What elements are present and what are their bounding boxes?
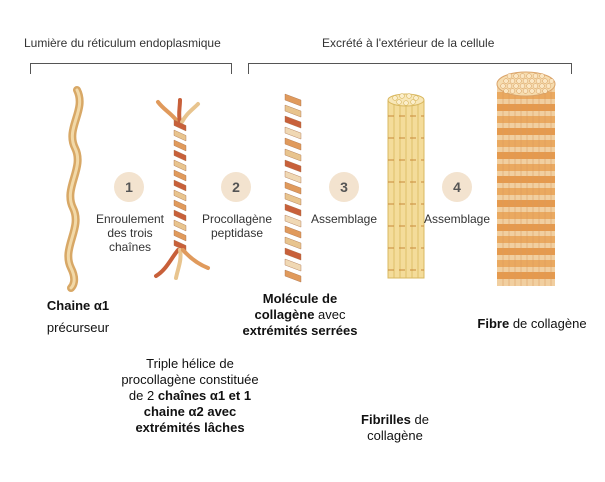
caption-molecule-bold: collagène bbox=[254, 307, 315, 322]
bracket-extracellular bbox=[248, 63, 572, 74]
caption-collagen-fiber: Fibre de collagène bbox=[462, 316, 602, 332]
caption-molecule-plain: avec bbox=[314, 307, 346, 322]
caption-precursor-chain-bold: Chaine α1 bbox=[46, 298, 110, 313]
header-er-lumen: Lumière du réticulum endoplasmique bbox=[24, 36, 221, 50]
caption-fiber-bold: Fibre bbox=[477, 316, 510, 331]
caption-triple-helix-bold: chaine α2 avec bbox=[143, 404, 237, 419]
caption-triple-helix-bold: chaînes α1 et 1 bbox=[157, 388, 252, 403]
step-4-circle: 4 bbox=[442, 172, 472, 202]
caption-triple-helix-bold: extrémités lâches bbox=[135, 420, 245, 435]
caption-collagen-molecule: Molécule de collagène avec extrémités se… bbox=[225, 291, 375, 339]
caption-precursor-chain-rest: précurseur bbox=[46, 320, 110, 335]
step-1-circle: 1 bbox=[114, 172, 144, 202]
header-extracellular: Excrété à l'extérieur de la cellule bbox=[322, 36, 495, 50]
step-3-label: Assemblage bbox=[306, 212, 382, 226]
caption-triple-helix: Triple hélice de procollagène constituée… bbox=[100, 356, 280, 436]
caption-precursor-chain: Chaine α1 précurseur bbox=[28, 298, 128, 336]
caption-fiber-plain: de collagène bbox=[509, 316, 587, 331]
step-2-circle: 2 bbox=[221, 172, 251, 202]
collagen-fiber-illustration bbox=[496, 71, 556, 286]
caption-fibrils-bold: Fibrilles bbox=[361, 412, 411, 427]
step-3-label-line: Assemblage bbox=[310, 212, 378, 226]
precursor-chain-illustration bbox=[64, 86, 84, 292]
step-1-label-line: des trois bbox=[107, 226, 153, 240]
step-2-label-line: peptidase bbox=[210, 226, 264, 240]
caption-collagen-fibrils: Fibrilles de collagène bbox=[340, 412, 450, 444]
procollagen-triple-helix-illustration bbox=[154, 98, 210, 280]
step-4-label-line: Assemblage bbox=[423, 212, 491, 226]
collagen-molecule-illustration bbox=[284, 93, 302, 283]
step-1-label-line: Enroulement bbox=[95, 212, 165, 226]
caption-fibrils-plain: de bbox=[410, 412, 429, 427]
collagen-fibrils-illustration bbox=[387, 93, 425, 279]
caption-fibrils-line: collagène bbox=[367, 428, 423, 443]
caption-triple-helix-line: procollagène constituée bbox=[121, 372, 259, 387]
step-4-label: Assemblage bbox=[419, 212, 495, 226]
bracket-er-lumen bbox=[30, 63, 232, 74]
caption-molecule-bold: Molécule de bbox=[262, 291, 338, 306]
step-2-label-line: Procollagène bbox=[201, 212, 273, 226]
caption-triple-helix-line: Triple hélice de bbox=[146, 356, 234, 371]
caption-triple-helix-plain: de 2 bbox=[128, 388, 158, 403]
step-1-label: Enroulement des trois chaînes bbox=[88, 212, 172, 254]
step-1-label-line: chaînes bbox=[108, 240, 152, 254]
caption-molecule-bold: extrémités serrées bbox=[242, 323, 358, 338]
step-3-circle: 3 bbox=[329, 172, 359, 202]
step-2-label: Procollagène peptidase bbox=[193, 212, 281, 240]
